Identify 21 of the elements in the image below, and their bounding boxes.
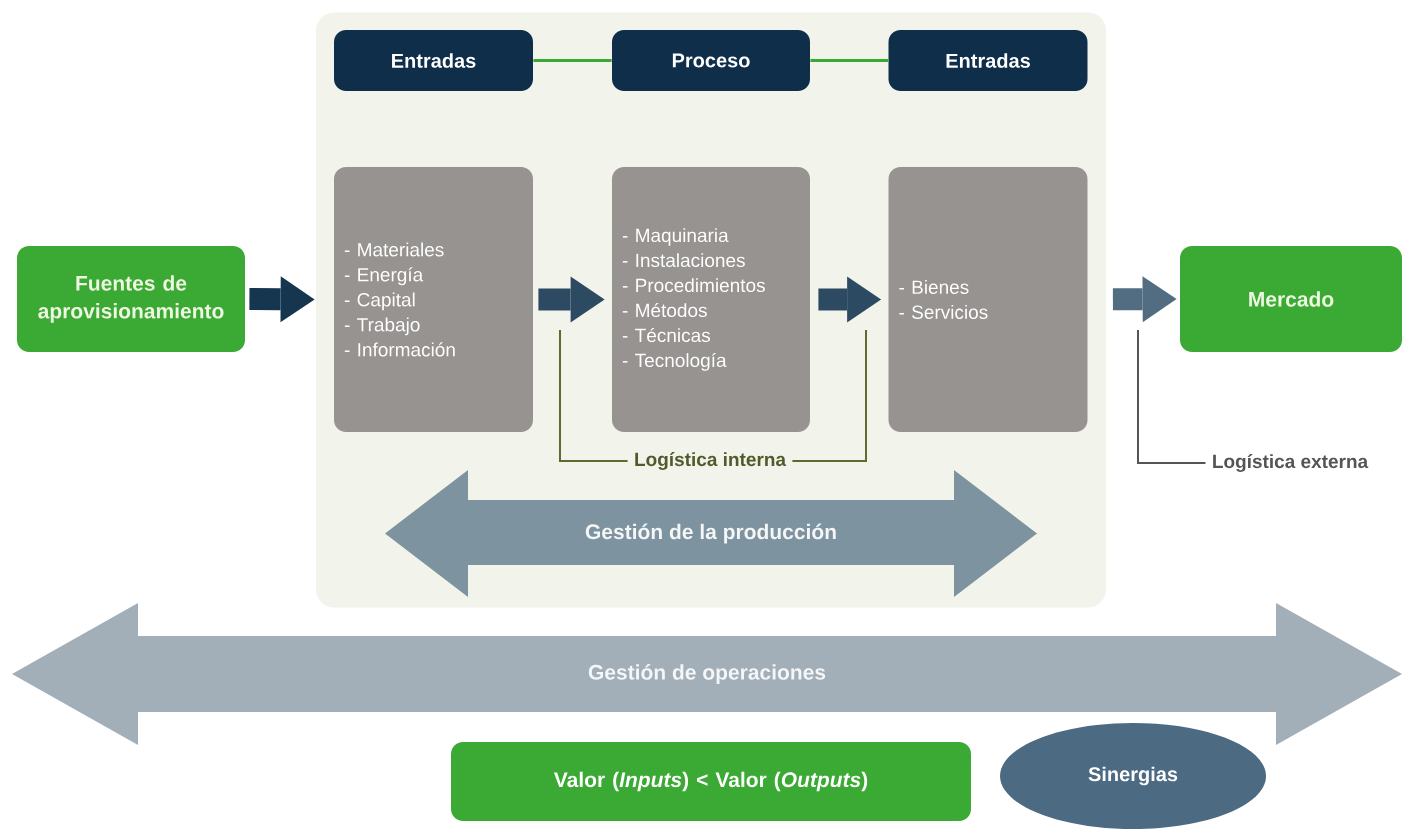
- leader-text: Logística externa: [1213, 454, 1369, 472]
- list-box: - Materiales - Energía - Capital - Trabajo - Información: [334, 167, 533, 432]
- leader-line: [559, 329, 629, 462]
- header-box: Entradas: [334, 30, 533, 91]
- leader-text: Logística interna: [635, 452, 787, 470]
- block-arrow: [1112, 276, 1177, 323]
- list-box: - Bienes - Servicios: [888, 167, 1088, 432]
- block-arrow: [249, 276, 315, 323]
- leader-line: [791, 329, 867, 462]
- market-box: Mercado: [1180, 246, 1402, 352]
- connector-line: [810, 58, 889, 63]
- ellipse-node: Sinergias: [1000, 723, 1266, 829]
- header-box: Proceso: [612, 30, 810, 91]
- formula-box: Valor (Inputs) < Valor (Outputs): [451, 742, 971, 821]
- leader-line: [1137, 329, 1207, 464]
- block-arrow: [538, 276, 605, 323]
- source-box: Fuentes de aprovisionamiento: [17, 246, 245, 352]
- block-arrow: [818, 276, 882, 323]
- connector-line: [533, 58, 612, 63]
- list-box: - Maquinaria - Instalaciones - Procedimientos - Métodos - Técnicas - Tecnología: [612, 167, 810, 432]
- header-box: Entradas: [888, 30, 1088, 91]
